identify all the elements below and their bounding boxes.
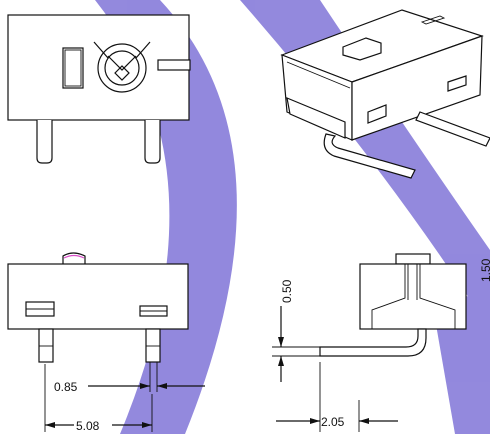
- iso-bottom-lip: [286, 97, 346, 139]
- isometric-view: [280, 9, 490, 179]
- side-body: [7, 263, 189, 330]
- side-view: 0.85 5.08: [7, 252, 205, 433]
- iso-top-notch: [420, 15, 446, 25]
- front-slider-window-inner: [64, 49, 82, 87]
- dim-lead-length: 2.05: [321, 415, 345, 429]
- end-body-inner-2: [407, 264, 418, 300]
- iso-window-b: [447, 75, 467, 92]
- iso-lead-left: [323, 133, 416, 179]
- iso-lead-right: [415, 111, 490, 147]
- watermark-left-band: [95, 0, 237, 434]
- end-body: [359, 263, 467, 330]
- end-view: 0.50 2.05 1.50: [272, 253, 490, 432]
- vsw-seal-logo: [93, 41, 151, 93]
- front-side-tab: [157, 59, 191, 71]
- front-pin-right: [144, 120, 161, 164]
- side-slider-accent: [63, 254, 85, 259]
- dim-pin-width: 0.85: [54, 380, 78, 394]
- iso-window-a: [367, 104, 387, 124]
- side-slider-top: [62, 252, 86, 264]
- front-slider-window: [62, 47, 84, 89]
- front-view: [7, 14, 191, 164]
- side-pin-right: [145, 328, 161, 363]
- dim-cut-height: 1.50: [479, 258, 490, 282]
- front-pin-left: [36, 120, 53, 164]
- side-pin-left: [38, 328, 54, 363]
- iso-slider-knob: [342, 37, 382, 61]
- dim-pin-pitch: 5.08: [76, 419, 100, 433]
- end-slider-top: [395, 253, 431, 265]
- iso-edge-line: [286, 61, 351, 89]
- end-body-inner: [371, 264, 456, 329]
- end-lead: [319, 328, 427, 357]
- dim-height-offset: 0.50: [280, 279, 294, 303]
